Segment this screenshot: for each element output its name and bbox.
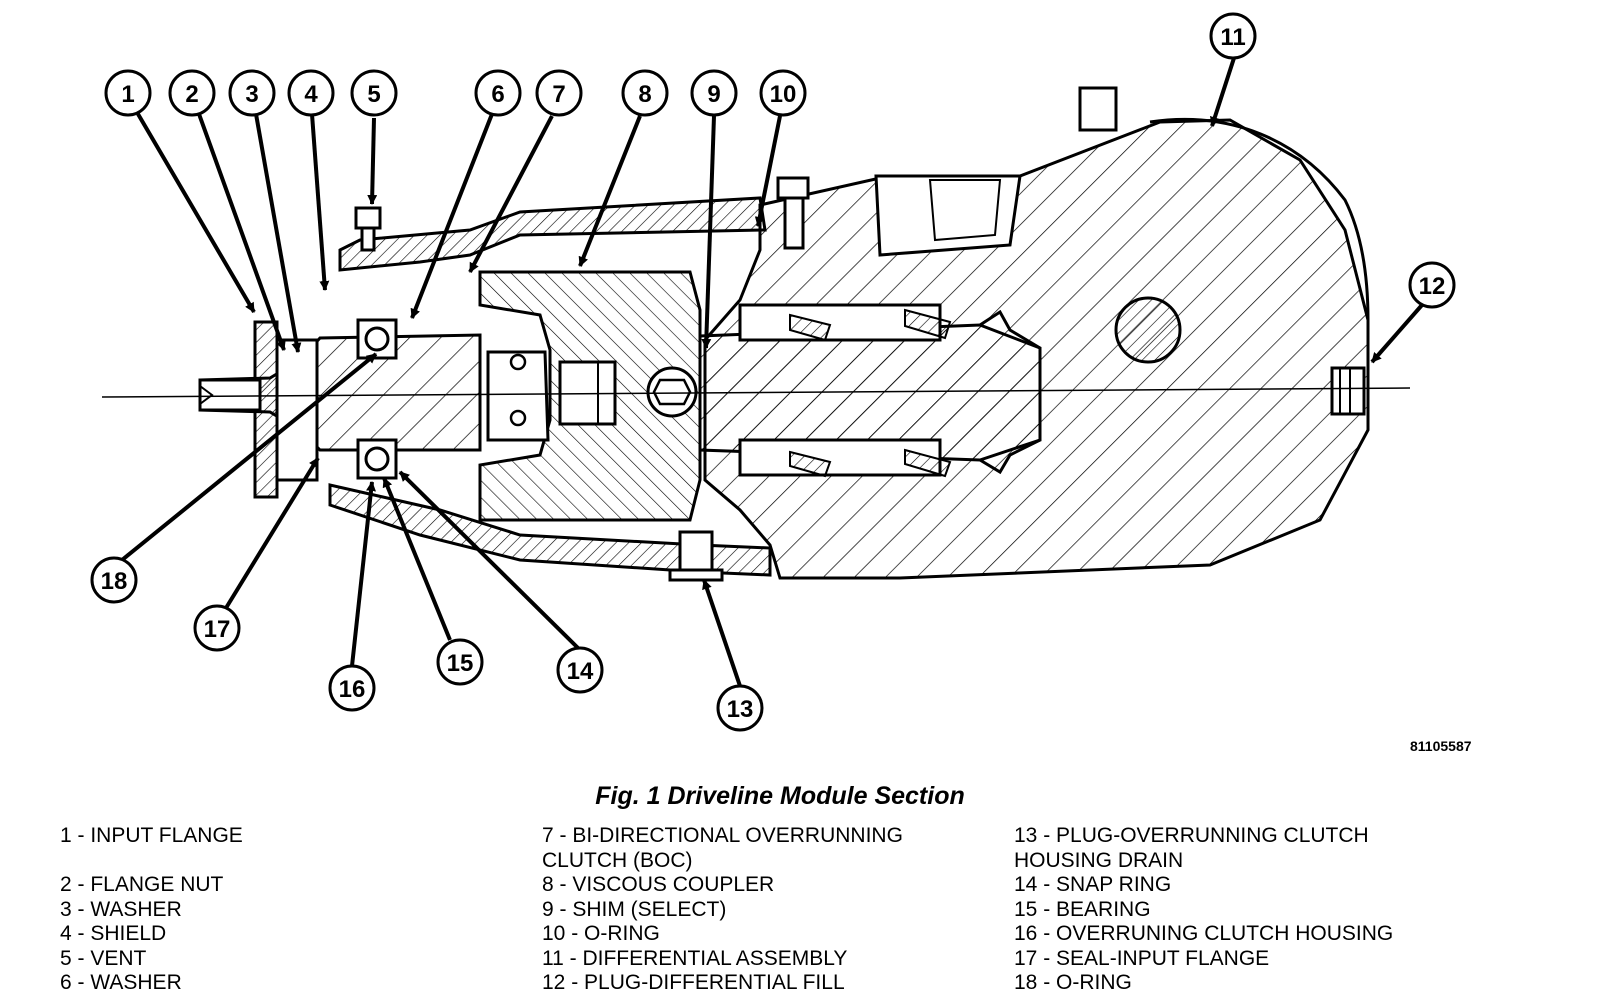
clutch-housing — [328, 176, 810, 582]
pinion-bearings — [738, 303, 952, 478]
callout-2: 2 — [168, 69, 216, 117]
callout-6: 6 — [474, 69, 522, 117]
svg-text:13: 13 — [727, 696, 754, 723]
svg-text:14: 14 — [567, 658, 594, 685]
svg-text:18: 18 — [101, 568, 128, 595]
svg-text:3: 3 — [245, 81, 258, 108]
legend-column-2: 7 - BI-DIRECTIONAL OVERRUNNING CLUTCH (B… — [542, 824, 903, 996]
input-flange — [198, 320, 319, 499]
legend-item: 1 - INPUT FLANGE — [60, 824, 243, 847]
legend-item: 13 - PLUG-OVERRUNNING CLUTCH — [1014, 824, 1369, 847]
callout-15: 15 — [436, 638, 484, 686]
callout-1: 1 — [104, 69, 152, 117]
figure-code: 81105587 — [1410, 738, 1472, 754]
callout-18: 18 — [90, 556, 138, 604]
svg-text:12: 12 — [1419, 273, 1446, 300]
callouts: 1 2 3 4 5 6 7 8 9 10 11 12 13 14 15 16 1… — [90, 12, 1456, 732]
legend-item: 18 - O-RING — [1014, 971, 1132, 994]
legend-item: CLUTCH (BOC) — [542, 848, 693, 872]
callout-13: 13 — [716, 684, 764, 732]
legend-item: HOUSING DRAIN — [1014, 848, 1184, 872]
legend-item: 16 - OVERRUNING CLUTCH HOUSING — [1014, 922, 1394, 945]
svg-text:17: 17 — [204, 616, 231, 643]
svg-text:5: 5 — [367, 81, 380, 108]
legend-item: 12 - PLUG-DIFFERENTIAL FILL — [542, 971, 845, 994]
svg-text:9: 9 — [707, 81, 720, 108]
legend-item: 5 - VENT — [60, 946, 147, 970]
svg-text:6: 6 — [491, 81, 504, 108]
svg-text:1: 1 — [121, 81, 134, 108]
callout-8: 8 — [621, 69, 669, 117]
figure-caption: Fig. 1 Driveline Module Section — [595, 782, 965, 810]
callout-12: 12 — [1408, 261, 1456, 309]
callout-14: 14 — [556, 646, 604, 694]
legend-column-3: 13 - PLUG-OVERRUNNING CLUTCH HOUSING DRA… — [1014, 824, 1393, 996]
vent — [354, 206, 382, 252]
svg-text:2: 2 — [185, 81, 198, 108]
legend-item: 4 - SHIELD — [60, 922, 167, 945]
leader-lines — [120, 57, 1424, 687]
legend-item: 11 - DIFFERENTIAL ASSEMBLY — [542, 946, 848, 970]
callout-16: 16 — [328, 664, 376, 712]
legend-item: 17 - SEAL-INPUT FLANGE — [1014, 946, 1270, 970]
bearing-balls — [356, 318, 398, 480]
callout-11: 11 — [1209, 12, 1257, 60]
legend-item: 15 - BEARING — [1014, 897, 1151, 921]
legend-item: 2 - FLANGE NUT — [60, 873, 224, 896]
legend-item: 9 - SHIM (SELECT) — [542, 897, 727, 921]
callout-5: 5 — [350, 69, 398, 117]
callout-3: 3 — [228, 69, 276, 117]
viscous-coupler — [478, 270, 702, 522]
svg-text:7: 7 — [552, 81, 565, 108]
svg-text:4: 4 — [304, 81, 318, 108]
legend-item: 10 - O-RING — [542, 922, 660, 945]
svg-text:10: 10 — [770, 81, 797, 108]
callout-9: 9 — [690, 69, 738, 117]
callout-17: 17 — [193, 604, 241, 652]
legend-item: 6 - WASHER — [60, 971, 182, 994]
main-shaft — [198, 309, 1042, 475]
svg-text:8: 8 — [638, 81, 651, 108]
callout-7: 7 — [535, 69, 583, 117]
driveline-module-section-drawing: 1 2 3 4 5 6 7 8 9 10 11 12 13 14 15 16 1… — [90, 12, 1456, 732]
legend-item: 8 - VISCOUS COUPLER — [542, 873, 775, 896]
svg-text:11: 11 — [1220, 24, 1245, 51]
legend-item: 14 - SNAP RING — [1014, 873, 1172, 896]
legend-column-1: 1 - INPUT FLANGE 2 - FLANGE NUT 3 - WASH… — [60, 824, 243, 996]
callout-4: 4 — [287, 69, 335, 117]
svg-text:15: 15 — [447, 650, 474, 677]
legend-item: 7 - BI-DIRECTIONAL OVERRUNNING — [542, 824, 903, 847]
callout-10: 10 — [759, 69, 807, 117]
svg-text:16: 16 — [339, 676, 366, 703]
legend-item: 3 - WASHER — [60, 897, 182, 921]
